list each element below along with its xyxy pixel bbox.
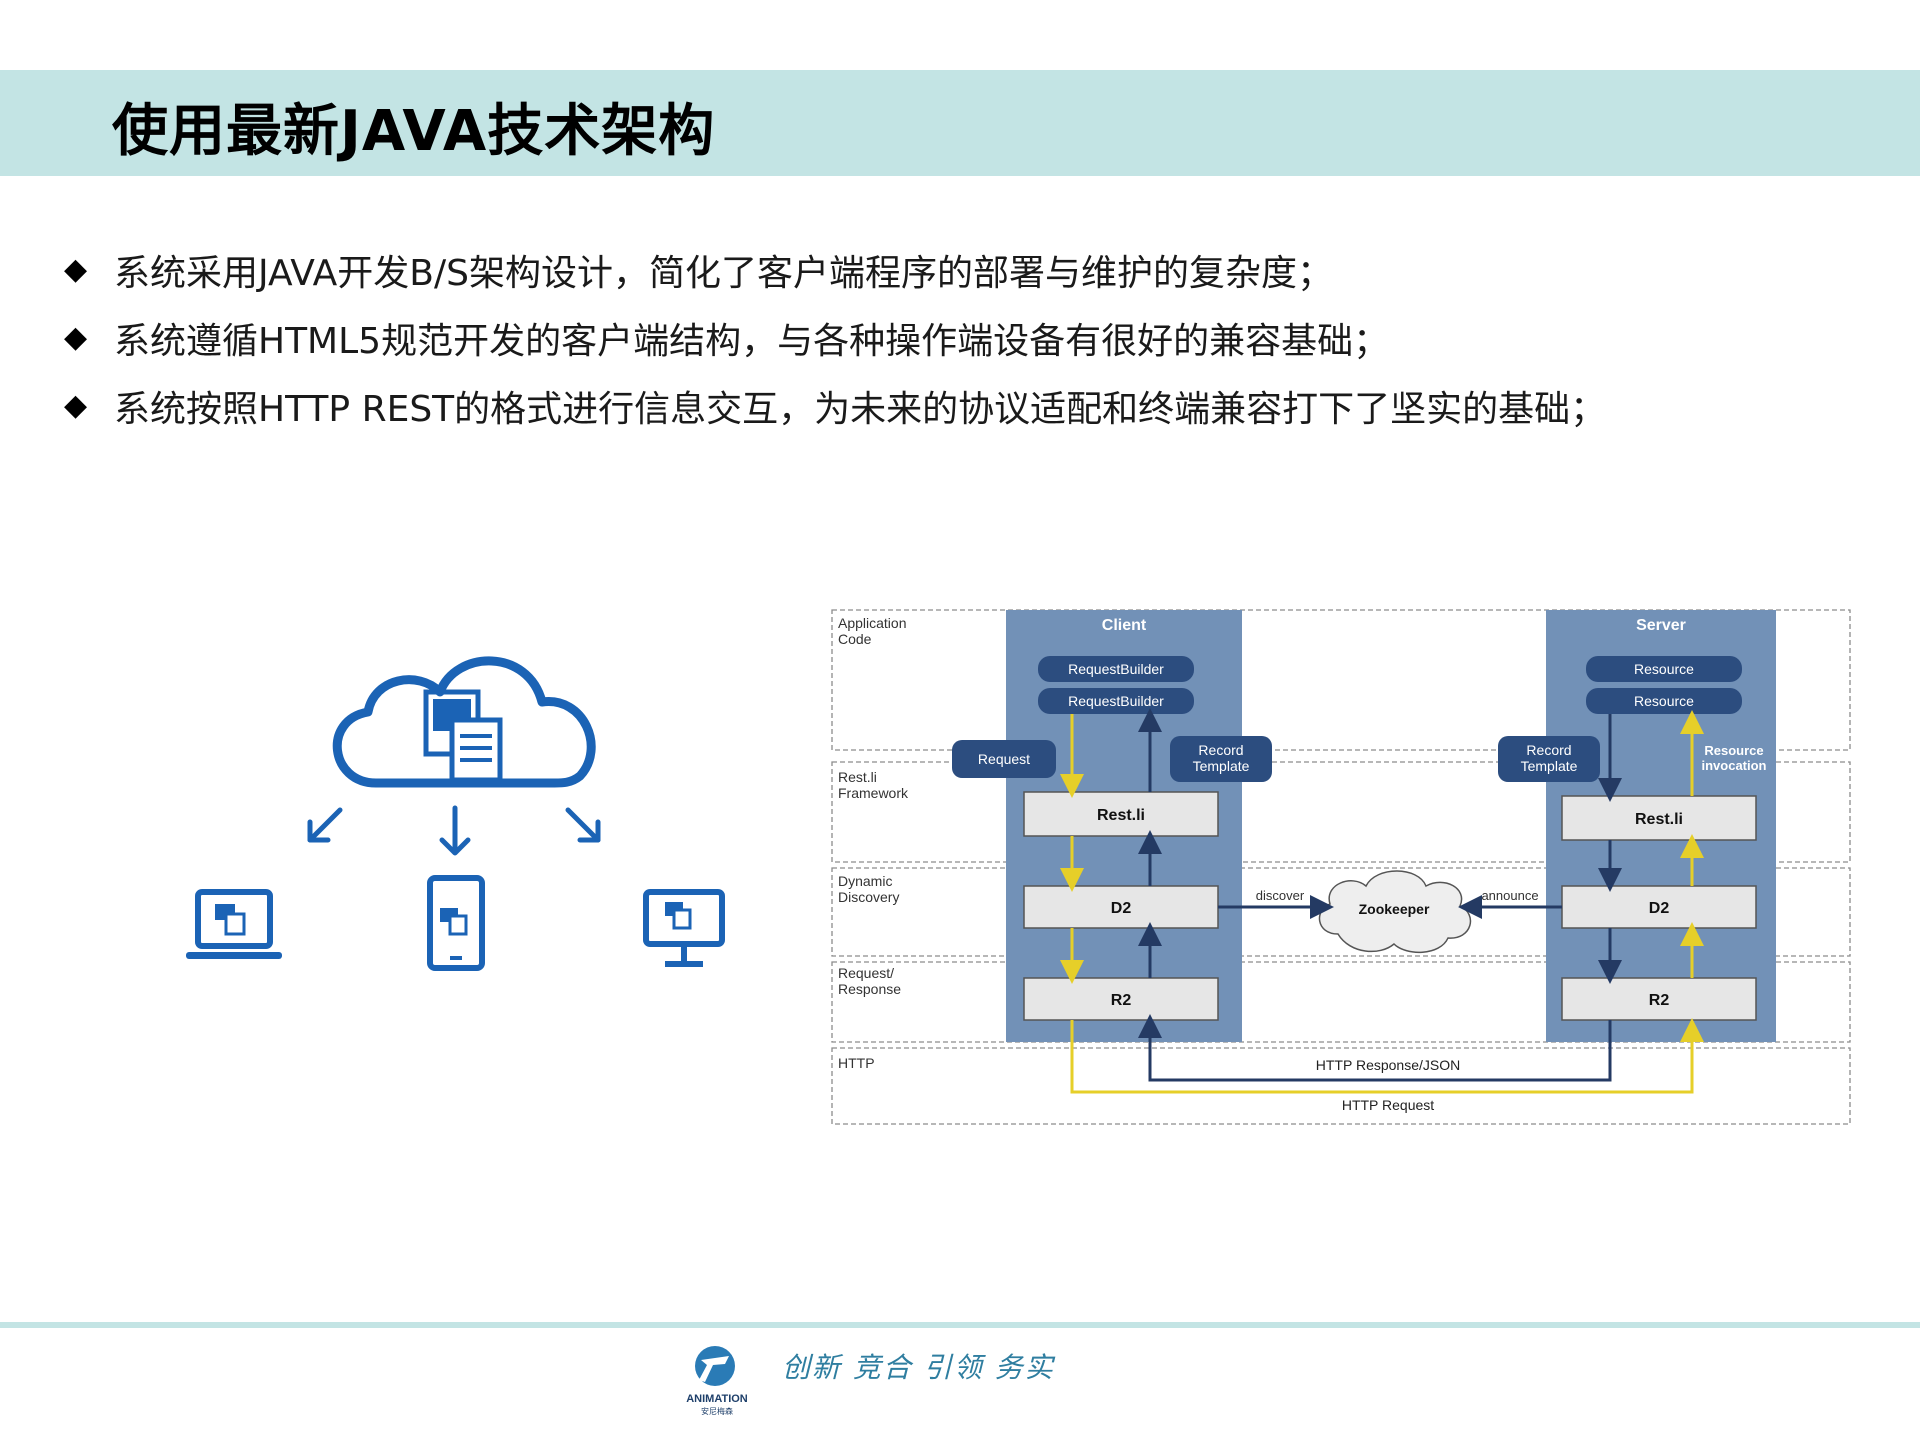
server-resource-label-2: Resource <box>1634 693 1694 709</box>
server-restli-label: Rest.li <box>1635 811 1683 828</box>
bullet-item: ◆ 系统采用JAVA开发B/S架构设计，简化了客户端程序的部署与维护的复杂度； <box>64 236 1864 304</box>
bullet-list: ◆ 系统采用JAVA开发B/S架构设计，简化了客户端程序的部署与维护的复杂度； … <box>64 236 1864 440</box>
http-response-label: HTTP Response/JSON <box>1316 1057 1460 1073</box>
client-d2-label: D2 <box>1111 900 1132 917</box>
cloud-icon <box>332 656 596 788</box>
zookeeper-label: Zookeeper <box>1359 901 1430 917</box>
announce-label: announce <box>1481 888 1538 903</box>
bullet-text: 系统遵循HTML5规范开发的客户端结构，与各种操作端设备有很好的兼容基础； <box>114 321 1390 362</box>
layer-label-line: Discovery <box>838 889 899 905</box>
client-r2-box <box>1023 977 1219 1021</box>
http-request-label: HTTP Request <box>1342 1097 1434 1113</box>
cloud-document-icon <box>423 689 503 783</box>
client-record-template-line: Template <box>1193 758 1250 774</box>
server-r2-label: R2 <box>1649 992 1670 1009</box>
server-restli-box <box>1561 795 1757 841</box>
layer-label-http: HTTP <box>838 1055 875 1071</box>
http-request-line <box>1070 1018 1704 1094</box>
layer-label-line: Request/ <box>838 965 894 981</box>
server-resource-label-1: Resource <box>1634 661 1694 677</box>
arrow-down-icon <box>439 805 471 856</box>
arrow-down-right-icon <box>565 807 601 843</box>
client-requestbuilder-pill-2 <box>1038 688 1194 714</box>
client-requestbuilder-pill-1 <box>1038 656 1194 682</box>
client-requestbuilder-label-1: RequestBuilder <box>1068 661 1164 677</box>
layer-label-reqres: Request/Response <box>838 965 901 997</box>
client-request-label: Request <box>978 751 1030 767</box>
layer-label-line: Code <box>838 631 872 647</box>
laptop-icon <box>186 889 282 959</box>
bullet-text: 系统按照HTTP REST的格式进行信息交互，为未来的协议适配和终端兼容打下了坚… <box>114 389 1607 430</box>
diamond-bullet-icon: ◆ <box>64 388 88 423</box>
bullet-text: 系统采用JAVA开发B/S架构设计，简化了客户端程序的部署与维护的复杂度； <box>114 253 1333 294</box>
logo-subtext: 安尼梅森 <box>701 1406 733 1416</box>
server-record-template-line: Record <box>1526 742 1571 758</box>
layer-reqres-frame <box>831 961 1851 1043</box>
client-d2-box <box>1023 885 1219 929</box>
logo-text: ANIMATION <box>686 1393 748 1405</box>
zookeeper-cloud <box>1318 870 1472 954</box>
arrow-down-left-icon <box>307 807 343 843</box>
layer-label-line: Response <box>838 981 901 997</box>
client-request-pill <box>952 740 1056 778</box>
layer-http-frame <box>831 1047 1851 1125</box>
layer-app-frame <box>831 609 1851 751</box>
server-record-template-line: Template <box>1521 758 1578 774</box>
layer-label-line: Framework <box>838 785 909 801</box>
server-d2-label: D2 <box>1649 900 1670 917</box>
footer-slogan: 创新 竞合 引领 务实 <box>782 1351 1055 1384</box>
bullet-item: ◆ 系统遵循HTML5规范开发的客户端结构，与各种操作端设备有很好的兼容基础； <box>64 304 1864 372</box>
bullet-item: ◆ 系统按照HTTP REST的格式进行信息交互，为未来的协议适配和终端兼容打下… <box>64 372 1864 440</box>
discover-label: discover <box>1256 888 1305 903</box>
layer-label-line: Dynamic <box>838 873 892 889</box>
title-bar: 使用最新JAVA技术架构 <box>0 70 1920 176</box>
server-resource-pill-2 <box>1586 688 1742 714</box>
server-record-template-pill <box>1498 736 1600 782</box>
client-restli-box <box>1023 791 1219 837</box>
client-r2-label: R2 <box>1111 992 1132 1009</box>
page-title: 使用最新JAVA技术架构 <box>112 99 716 164</box>
client-record-template-pill <box>1170 736 1272 782</box>
footer-divider <box>0 1322 1920 1328</box>
server-resource-invocation-line: Resource <box>1704 743 1763 758</box>
diamond-bullet-icon: ◆ <box>64 252 88 287</box>
monitor-icon <box>643 889 725 967</box>
tablet-icon <box>427 875 485 971</box>
server-resource-pill-1 <box>1586 656 1742 682</box>
client-requestbuilder-label-2: RequestBuilder <box>1068 693 1164 709</box>
layer-label-line: Application <box>838 615 907 631</box>
server-r2-box <box>1561 977 1757 1021</box>
server-title: Server <box>1636 617 1686 634</box>
diamond-bullet-icon: ◆ <box>64 320 88 355</box>
client-record-template-line: Record <box>1198 742 1243 758</box>
client-restli-label: Rest.li <box>1097 807 1145 824</box>
server-resource-invocation-line: invocation <box>1701 758 1766 773</box>
layer-label-line: Rest.li <box>838 769 877 785</box>
company-logo: ANIMATION 安尼梅森 <box>686 1346 748 1416</box>
layer-discovery-frame <box>831 867 1851 957</box>
cloud-devices-graphic <box>186 656 725 971</box>
client-title: Client <box>1102 617 1147 634</box>
http-response-line <box>1138 1014 1612 1082</box>
layer-framework-frame <box>831 761 1851 863</box>
server-d2-box <box>1561 885 1757 929</box>
